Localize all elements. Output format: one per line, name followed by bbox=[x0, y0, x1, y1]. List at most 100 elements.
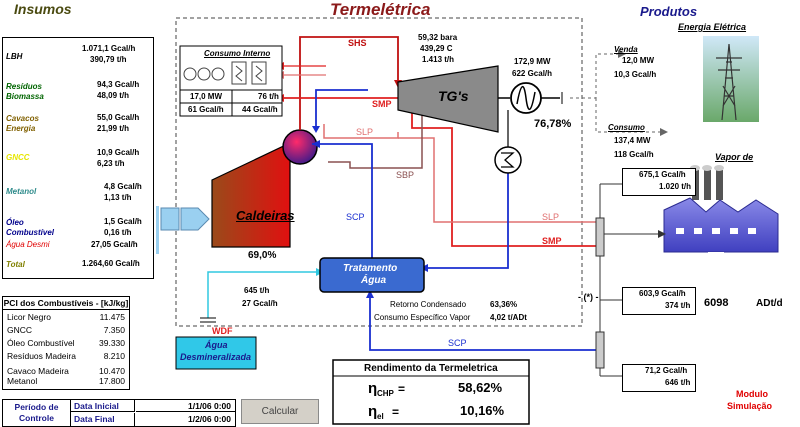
consumo-interno-gcal2: 44 Gcal/h bbox=[242, 105, 278, 114]
turbine bbox=[397, 65, 499, 133]
steam-bara: 59,32 bara bbox=[418, 33, 458, 42]
plant-boundary bbox=[175, 17, 583, 327]
insumo-cavacos-name: Cavacos bbox=[6, 114, 39, 123]
header-pipe-2 bbox=[595, 331, 605, 369]
insumo-total-name: Total bbox=[6, 260, 25, 269]
data-final-input[interactable]: 1/2/06 0:00 bbox=[187, 414, 231, 424]
insumo-residuos-name: Resíduos bbox=[6, 82, 43, 91]
smp-out-line bbox=[411, 110, 598, 247]
smp-out-label: SMP bbox=[542, 236, 562, 246]
insumo-metanol-v1: 4,8 Gcal/h bbox=[104, 182, 142, 191]
termeletrica-heading: Termelétrica bbox=[330, 0, 431, 19]
eta-chp-value: 58,62% bbox=[458, 380, 503, 395]
feed-bar bbox=[156, 206, 159, 254]
condenser-icon bbox=[494, 146, 522, 174]
scp-blue-line-1 bbox=[315, 89, 368, 128]
feed-arrow bbox=[180, 207, 210, 231]
pci-row-value: 8.210 bbox=[103, 351, 125, 361]
modulo-label-2: Simulação bbox=[727, 401, 773, 411]
insumo-metanol-v2: 1,13 t/h bbox=[104, 193, 132, 202]
calcular-button[interactable]: Calcular bbox=[241, 399, 319, 424]
consumo-label: Consumo bbox=[608, 123, 645, 132]
insumo-agua-desmi-name: Água Desmi bbox=[6, 240, 50, 249]
drum bbox=[282, 129, 318, 165]
eta-chp-eq: = bbox=[398, 382, 406, 396]
insumo-cavacos-v2: 21,99 t/h bbox=[97, 124, 130, 133]
tratamento-flow: 645 t/h bbox=[244, 286, 270, 295]
venda-label: Venda bbox=[614, 45, 638, 54]
insumos-heading: Insumos bbox=[14, 1, 72, 17]
eta-el-eq: = bbox=[392, 405, 400, 419]
tgs-eff: 76,78% bbox=[534, 118, 572, 130]
vapor-box-3-v1: 71,2 Gcal/h bbox=[645, 366, 688, 375]
tgs-mw: 172,9 MW bbox=[514, 57, 551, 66]
tgs-label: TG's bbox=[438, 88, 469, 104]
vapor-de-heading: Vapor de bbox=[715, 152, 754, 162]
tratamento-label-1: Tratamento bbox=[343, 263, 398, 274]
pci-row-value: 7.350 bbox=[103, 325, 125, 335]
pci-row-value: 17.800 bbox=[99, 376, 125, 386]
insumos-panel bbox=[2, 37, 154, 279]
tgs-gcal: 622 Gcal/h bbox=[512, 69, 553, 78]
consumo-line bbox=[595, 98, 662, 133]
vapor-box-2-v2: 374 t/h bbox=[665, 301, 691, 310]
insumo-agua-desmi-value: 27,05 Gcal/h bbox=[91, 240, 138, 249]
cyan-line bbox=[207, 271, 320, 318]
produtos-heading: Produtos bbox=[640, 4, 698, 19]
caldeiras-block bbox=[211, 142, 291, 248]
header-pipe-1 bbox=[595, 217, 605, 257]
pci-row-name: Óleo Combustível bbox=[7, 338, 75, 348]
periodo-label-1: Período de bbox=[14, 402, 59, 412]
insumo-combustivel-name: Combustível bbox=[6, 228, 55, 237]
agua-desmi-label-2: Desmineralizada bbox=[180, 352, 252, 362]
scp-out-label: SCP bbox=[448, 338, 467, 348]
insumo-residuos-v1: 94,3 Gcal/h bbox=[97, 80, 140, 89]
tratamento-label-2: Água bbox=[361, 275, 386, 286]
vapor-box-1-v1: 675,1 Gcal/h bbox=[639, 170, 686, 179]
vapor-box-3-v2: 646 t/h bbox=[665, 378, 691, 387]
insumo-biomassa-name: Biomassa bbox=[6, 92, 44, 101]
adt-value: 6098 bbox=[704, 297, 729, 309]
consumo-interno-mw: 17,0 MW bbox=[190, 92, 223, 101]
data-inicial-label: Data Inicial bbox=[71, 400, 135, 412]
eta-chp-sub: CHP bbox=[377, 389, 394, 398]
vapor-box-2: 603,9 Gcal/h 374 t/h bbox=[622, 287, 696, 315]
data-inicial-input[interactable]: 1/1/06 0:00 bbox=[136, 400, 235, 412]
pci-row: Óleo Combustível 39.330 bbox=[7, 338, 125, 349]
insumo-gncc-v1: 10,9 Gcal/h bbox=[97, 148, 140, 157]
separator-marker: - (*) - bbox=[578, 292, 599, 302]
modulo-label-1: Modulo bbox=[736, 389, 768, 399]
tower-icon bbox=[716, 43, 742, 121]
consumo-gcal: 118 Gcal/h bbox=[614, 150, 654, 159]
feed-block bbox=[160, 207, 180, 231]
agua-desmi-box bbox=[175, 336, 257, 370]
insumo-lbh-v1: 1.071,1 Gcal/h bbox=[82, 44, 136, 53]
insumo-lbh-name: LBH bbox=[6, 52, 23, 61]
venda-gcal: 10,3 Gcal/h bbox=[614, 70, 657, 79]
rendimento-title: Rendimento da Termeletrica bbox=[364, 363, 498, 374]
insumo-oleo-name: Óleo bbox=[6, 218, 24, 227]
pci-row-value: 39.330 bbox=[99, 338, 125, 348]
slp-line bbox=[323, 124, 399, 139]
scp-blue-line-2 bbox=[312, 143, 373, 258]
energia-eletrica-image bbox=[703, 36, 759, 122]
vapor-box-2-v1: 603,9 Gcal/h bbox=[639, 289, 686, 298]
consumo-interno-title: Consumo Interno bbox=[204, 49, 271, 58]
pci-table: PCI dos Combustíveis - [kJ/kg] Licor Neg… bbox=[2, 296, 130, 390]
steam-flow: 1.413 t/h bbox=[422, 55, 455, 64]
caldeiras-eff: 69,0% bbox=[248, 250, 277, 261]
smp-label: SMP bbox=[372, 99, 392, 109]
pci-row-name: Cavaco Madeira bbox=[7, 366, 69, 376]
periodo-label-2: Controle bbox=[19, 413, 54, 423]
consumo-interno-th: 76 t/h bbox=[258, 92, 279, 101]
venda-mw: 12,0 MW bbox=[622, 56, 655, 65]
tratamento-agua-box bbox=[319, 257, 425, 293]
pci-title: PCI dos Combustíveis - [kJ/kg] bbox=[3, 298, 129, 310]
slp-out-label: SLP bbox=[542, 212, 560, 222]
periodo-label-cell: Período de Controle bbox=[3, 400, 71, 426]
